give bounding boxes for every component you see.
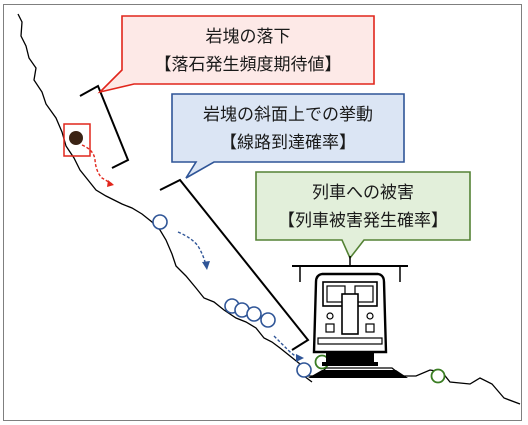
bracket-slope — [159, 178, 310, 351]
slope-arrowhead-1 — [202, 261, 210, 270]
callout-train: 列車への被害 【列車被害発生確率】 — [255, 171, 471, 260]
rock-icon — [69, 131, 83, 145]
bracket-fall — [79, 84, 130, 169]
train-icon — [292, 256, 408, 366]
callout-fall: 岩塊の落下 【落石発生頻度期待値】 — [97, 15, 375, 94]
rock-position-4 — [246, 306, 262, 322]
slope-arrowhead-2 — [296, 354, 304, 362]
callout-slope: 岩塊の斜面上での挙動 【線路到達確率】 — [171, 93, 405, 179]
slope-profile — [17, 13, 313, 383]
callout-fall-title: 岩塊の落下 — [206, 27, 291, 47]
callout-fall-subtitle: 【落石発生頻度期待値】 — [155, 55, 342, 75]
callout-train-title: 列車への被害 — [312, 183, 414, 203]
slope-trajectory-1 — [177, 231, 207, 267]
rock-highlight-box — [63, 123, 91, 157]
fall-trajectory — [81, 144, 113, 185]
ballast — [308, 370, 408, 378]
fall-arrowhead — [107, 180, 114, 187]
rock-position-5 — [260, 312, 276, 328]
callout-train-subtitle: 【列車被害発生確率】 — [278, 211, 448, 231]
callout-slope-subtitle: 【線路到達確率】 — [220, 133, 356, 153]
rock-position-1 — [152, 214, 168, 230]
track-rock-2 — [430, 368, 446, 384]
callout-slope-title: 岩塊の斜面上での挙動 — [203, 105, 373, 125]
rock-position-6 — [296, 362, 312, 378]
diagram-frame — [3, 4, 522, 421]
